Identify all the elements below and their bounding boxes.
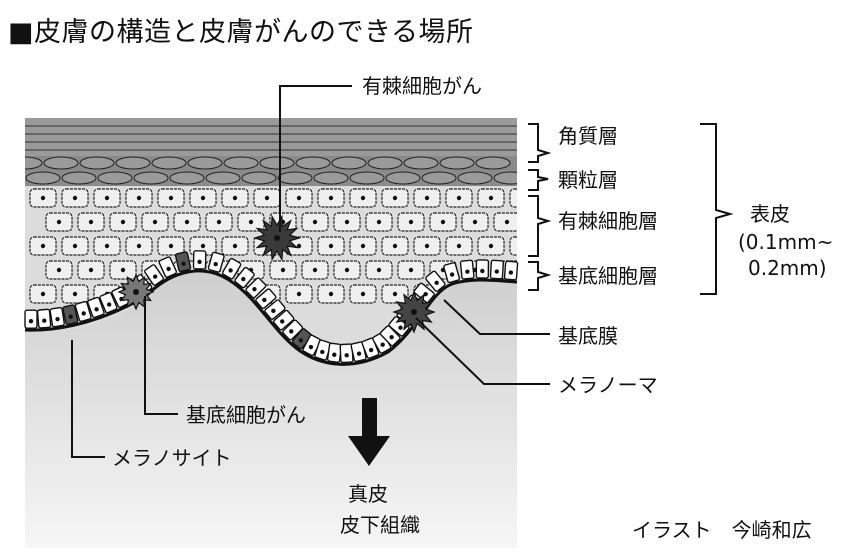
- label-stratum-corneum: 角質層: [558, 124, 618, 148]
- basal-cell: [192, 250, 207, 270]
- basal-cell: [388, 316, 410, 337]
- label-epidermis-thickness-1: (0.1mm~: [738, 230, 834, 254]
- label-epidermis: 表皮: [750, 202, 790, 226]
- label-melanocyte: メラノサイト: [112, 446, 232, 470]
- label-subcutis: 皮下組織: [340, 513, 420, 537]
- label-squamous-cell-cancer: 有棘細胞がん: [362, 74, 482, 98]
- layer-brackets: [528, 123, 734, 295]
- illustration-credit: イラスト 今崎和広: [632, 518, 812, 542]
- basal-cell: [74, 300, 92, 323]
- basal-cell: [379, 325, 401, 347]
- basal-cell: [207, 251, 225, 273]
- basal-cell: [443, 262, 461, 284]
- page-title: ■皮膚の構造と皮膚がんのできる場所: [8, 17, 474, 48]
- basal-cell: [24, 309, 38, 329]
- basal-cell: [221, 257, 242, 280]
- basal-cell: [326, 342, 343, 363]
- basal-cell: [273, 309, 295, 331]
- melanocyte-cell: [62, 304, 79, 326]
- leader-lines: [71, 85, 550, 458]
- stratum-corneum-layer: [25, 118, 517, 156]
- down-arrow-icon: [348, 398, 390, 466]
- label-basement-membrane: 基底膜: [558, 324, 618, 348]
- basal-cell: [99, 291, 118, 314]
- basal-cell: [425, 270, 446, 292]
- basal-cell: [144, 264, 164, 286]
- basal-cell: [282, 319, 304, 341]
- basal-cell: [158, 256, 178, 278]
- basal-cell: [36, 308, 52, 329]
- basal-cell: [264, 299, 286, 320]
- label-epidermis-thickness-2: 0.2mm): [748, 256, 827, 280]
- basal-cell: [255, 288, 277, 309]
- label-stratum-basale: 基底細胞層: [558, 264, 658, 288]
- melanocyte-cell: [174, 251, 192, 273]
- stratum-basale-cells: [24, 250, 519, 364]
- label-stratum-spinosum: 有棘細胞層: [558, 209, 658, 233]
- label-basal-cell-cancer: 基底細胞がん: [186, 403, 306, 427]
- stratum-spinosum-layer: [29, 188, 517, 304]
- label-dermis: 真皮: [348, 482, 388, 506]
- melanoma-mark: [392, 290, 436, 334]
- label-melanoma: メラノーマ: [558, 373, 658, 397]
- basal-cell: [459, 259, 475, 280]
- squamous-cell-cancer-mark: [252, 214, 302, 262]
- basal-cell: [234, 266, 255, 289]
- basal-cell: [489, 259, 505, 280]
- basal-cell: [49, 306, 65, 328]
- melanocyte-cell: [291, 328, 313, 350]
- basal-cell: [503, 260, 519, 281]
- stratum-granulosum-layer: [25, 156, 517, 186]
- basal-cell: [245, 277, 267, 299]
- basal-cell: [87, 296, 105, 319]
- label-stratum-granulosum: 顆粒層: [558, 168, 618, 192]
- basal-cell: [475, 259, 490, 279]
